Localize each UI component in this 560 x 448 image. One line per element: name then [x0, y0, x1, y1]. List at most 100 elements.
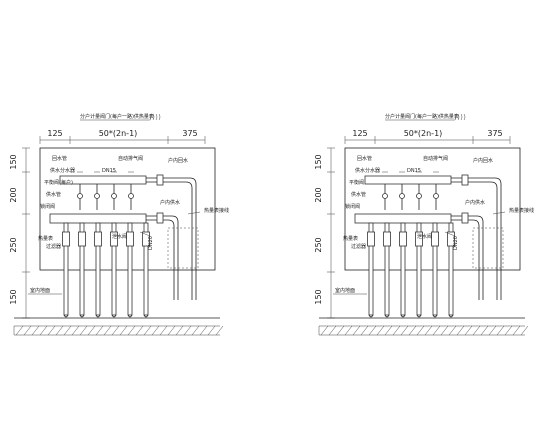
riser-valve	[156, 174, 164, 186]
top-note: 分户计量阀门(每户一路)供热量表	[80, 113, 154, 120]
loop-pipe	[143, 222, 149, 316]
floor-hatch	[472, 325, 481, 336]
loop-valve	[126, 231, 134, 247]
supply-riser	[451, 215, 484, 300]
note-symbol	[152, 113, 155, 121]
loop-pipe	[111, 222, 117, 316]
return-riser	[146, 177, 197, 300]
floor-hatch	[167, 325, 176, 336]
riser-valve	[461, 174, 469, 186]
note-symbol	[457, 113, 460, 121]
label-r2: 自动排气阀	[118, 155, 143, 162]
dim-top-375: 375	[182, 129, 197, 138]
loop-valve	[62, 231, 70, 247]
label-l5: 锁闭阀	[40, 203, 55, 210]
note-symbol	[149, 113, 152, 121]
loop-pipe	[432, 222, 438, 316]
floor-hatch	[151, 325, 160, 336]
riser-valve	[156, 212, 164, 224]
floor-hatch	[440, 325, 449, 336]
floor-hatch	[320, 325, 329, 336]
loop-valve	[367, 231, 375, 247]
loop-bend	[79, 314, 85, 318]
dim-left-150b: 150	[9, 289, 18, 304]
note-symbol	[158, 113, 161, 121]
leader	[492, 211, 506, 215]
floor-hatch	[416, 325, 425, 336]
floor-hatch	[520, 325, 529, 336]
loop-valve	[415, 231, 423, 247]
label-l3: 平衡阀	[349, 179, 364, 186]
loop-pipe	[384, 222, 390, 316]
loop-pipe	[368, 222, 374, 316]
floor-hatch	[215, 325, 224, 336]
floor-hatch	[480, 325, 489, 336]
floor-hatch	[344, 325, 353, 336]
label-r2: 自动排气阀	[423, 155, 448, 162]
floor-hatch	[135, 325, 144, 336]
label-r1: 户内回水	[168, 157, 188, 164]
dim-top-span: 50*(2n-1)	[99, 129, 138, 138]
loop-bend	[368, 314, 374, 318]
dim-left-250: 250	[9, 237, 18, 252]
label-valve2: DN20	[453, 236, 459, 250]
floor-hatch	[159, 325, 168, 336]
loop-bend	[63, 314, 69, 318]
floor-hatch	[336, 325, 345, 336]
cabinet-outline	[39, 147, 216, 271]
loop-valve	[447, 231, 455, 247]
dim-left-150: 150	[9, 154, 18, 169]
label-l7: 过滤器	[351, 243, 366, 250]
loop-bend	[127, 314, 133, 318]
floor-hatch	[127, 325, 136, 336]
branch-valve	[128, 193, 134, 199]
branch-valve	[416, 193, 422, 199]
floor-label: 室内地面	[30, 287, 50, 294]
floor-hatch	[111, 325, 120, 336]
loop-bend	[111, 314, 117, 318]
label-r3: 泄水阀	[112, 233, 127, 240]
supply-riser-inner	[451, 219, 480, 300]
supply-riser-inner	[146, 219, 175, 300]
dim-left-150b: 150	[314, 289, 323, 304]
dim-left-150: 150	[314, 154, 323, 169]
meter-box	[167, 227, 199, 269]
floor-hatch	[408, 325, 417, 336]
loop-pipe	[416, 222, 422, 316]
label-l2: 供水分水器	[355, 167, 380, 174]
floor-hatch	[55, 325, 64, 336]
loop-valve	[142, 231, 150, 247]
return-riser	[451, 177, 502, 300]
return-riser-inner	[451, 181, 498, 300]
label-valve1: DN15	[102, 168, 116, 174]
loop-pipe	[95, 222, 101, 316]
floor-hatch	[360, 325, 369, 336]
branch-valve	[399, 193, 405, 199]
label-r5: 户内供水	[465, 199, 485, 206]
dim-top-375: 375	[487, 129, 502, 138]
label-l1: 回水管	[357, 155, 372, 162]
meter-box	[472, 227, 504, 269]
label-r4: 热量表接线	[509, 207, 534, 214]
leader	[187, 211, 201, 215]
label-l6: 热量表	[38, 235, 53, 242]
branch-valve	[111, 193, 117, 199]
floor-hatch	[432, 325, 441, 336]
floor-hatch	[15, 325, 24, 336]
dim-top-125: 125	[352, 129, 367, 138]
floor-hatch	[352, 325, 361, 336]
floor-hatch	[464, 325, 473, 336]
loop-pipe	[448, 222, 454, 316]
loop-valve	[110, 231, 118, 247]
loop-valve	[383, 231, 391, 247]
floor-hatch	[392, 325, 401, 336]
floor-hatch	[183, 325, 192, 336]
loop-pipe	[63, 222, 69, 316]
label-r4: 热量表接线	[204, 207, 229, 214]
loop-valve	[399, 231, 407, 247]
label-valve1: DN15	[407, 168, 421, 174]
floor-hatch	[448, 325, 457, 336]
label-l1: 回水管	[52, 155, 67, 162]
floor-hatch	[488, 325, 497, 336]
